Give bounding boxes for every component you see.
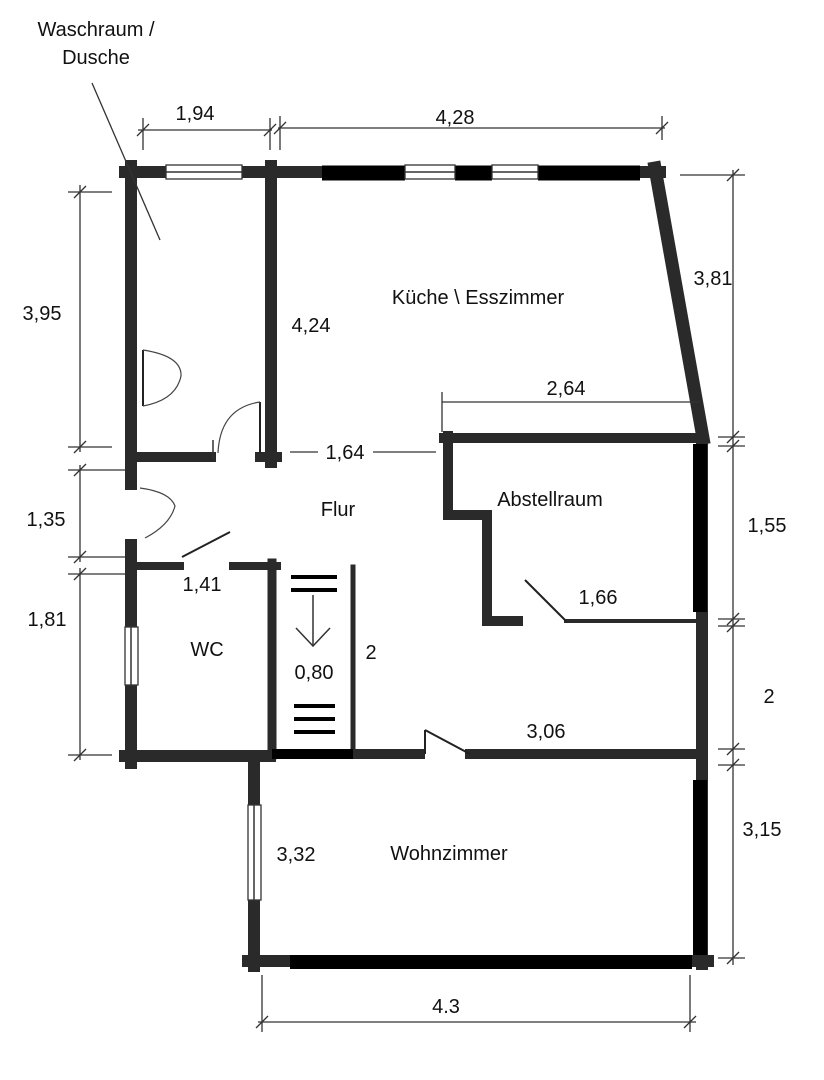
dim-label-wc-width: 1,41 xyxy=(183,574,222,596)
room-labels: Waschraum / Dusche Küche \ Esszimmer Flu… xyxy=(37,19,602,865)
dim-right-living-slash-2 xyxy=(726,951,740,965)
dim-right-upper-slash-2 xyxy=(726,430,740,444)
door-living-leaf xyxy=(424,729,471,755)
dim-label-living-right: 3,15 xyxy=(743,819,782,841)
room-label-storage: Abstellraum xyxy=(497,489,603,511)
dim-label-left-hall: 1,35 xyxy=(27,509,66,531)
dim-top-left-slash-1 xyxy=(136,123,150,137)
dim-label-stair-length: 2 xyxy=(365,642,376,664)
doors xyxy=(139,349,567,755)
dim-label-top-right: 4,28 xyxy=(436,107,475,129)
walls xyxy=(119,160,714,972)
dim-left-upper-slash-2 xyxy=(73,440,87,454)
room-label-living: Wohnzimmer xyxy=(390,843,508,865)
room-label-wc: WC xyxy=(190,639,223,661)
door-entrance-arc xyxy=(139,487,176,539)
dimension-labels: 1,94 4,28 3,81 3,95 4,24 2,64 1,64 1,35 … xyxy=(23,103,787,1018)
dim-right-middle-slash-1 xyxy=(726,619,740,633)
room-label-hall: Flur xyxy=(321,499,356,521)
door-washroom-bottom-arc xyxy=(217,401,261,454)
door-washroom-arc xyxy=(142,349,182,407)
door-wc-leaf xyxy=(181,531,231,558)
dim-right-upper-slash-1 xyxy=(726,168,740,182)
dim-top-right-slash-2 xyxy=(655,121,669,135)
door-storage-leaf xyxy=(524,579,567,622)
dim-label-washroom-inner: 4,24 xyxy=(292,315,331,337)
dim-top-right-slash-1 xyxy=(273,121,287,135)
dim-label-living-top: 3,06 xyxy=(527,721,566,743)
dim-label-top-left: 1,94 xyxy=(176,103,215,125)
dim-label-left-upper: 3,95 xyxy=(23,303,62,325)
windows xyxy=(124,164,539,901)
dim-left-wc-slash-2 xyxy=(73,748,87,762)
dim-right-living-slash-1 xyxy=(726,758,740,772)
dim-bottom-living-slash-1 xyxy=(255,1015,269,1029)
dim-label-right-upper: 3,81 xyxy=(694,268,733,290)
dimension-lines xyxy=(68,82,745,1032)
room-label-washroom-line2: Dusche xyxy=(62,47,130,69)
dim-label-living-inner: 3,32 xyxy=(277,844,316,866)
dim-right-middle-slash-2 xyxy=(726,742,740,756)
dim-label-stair-width: 0,80 xyxy=(295,662,334,684)
dim-label-storage-door: 1,66 xyxy=(579,587,618,609)
dim-left-hall-slash-1 xyxy=(73,463,87,477)
down-arrow-head xyxy=(295,627,331,648)
dim-top-left-slash-2 xyxy=(263,123,277,137)
wall-storage-left xyxy=(443,431,523,626)
room-label-kitchen: Küche \ Esszimmer xyxy=(392,287,565,309)
dim-label-right-middle: 2 xyxy=(763,686,774,708)
dim-label-left-wc: 1,81 xyxy=(28,609,67,631)
wall-right-slant xyxy=(647,160,711,446)
dim-label-storage-height: 1,55 xyxy=(748,515,787,537)
dim-label-hall-width: 1,64 xyxy=(326,442,365,464)
washroom-leader xyxy=(91,82,161,241)
dim-label-living-bottom: 4.3 xyxy=(432,996,460,1018)
dim-left-hall-slash-2 xyxy=(73,550,87,564)
dim-right-storage-slash-2 xyxy=(726,612,740,626)
dim-right-storage-slash-1 xyxy=(726,439,740,453)
dim-left-upper-slash-1 xyxy=(73,185,87,199)
dim-label-storage-width: 2,64 xyxy=(547,378,586,400)
stairs xyxy=(291,575,337,734)
dim-left-wc-slash-1 xyxy=(73,567,87,581)
dim-bottom-living-slash-2 xyxy=(683,1015,697,1029)
room-label-washroom-line1: Waschraum / xyxy=(37,19,155,41)
